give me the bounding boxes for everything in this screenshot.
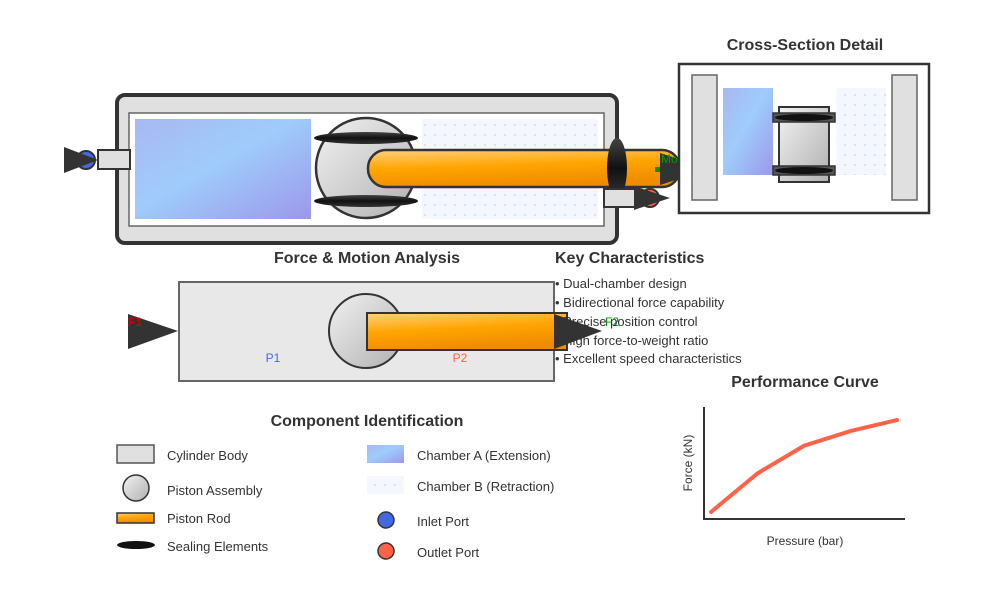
chart-y-label: Force (kN) (681, 435, 695, 492)
force-f1-arrow-icon (128, 314, 178, 349)
legend-label: Cylinder Body (167, 448, 248, 463)
key-characteristics-list: • Dual-chamber design • Bidirectional fo… (555, 276, 742, 366)
performance-chart: Pressure (bar) Force (kN) (681, 407, 905, 548)
chart-x-label: Pressure (bar) (767, 534, 844, 548)
legend-label: Inlet Port (417, 514, 469, 529)
inlet-flow-arrow-icon (64, 147, 98, 173)
legend-label: Chamber B (Retraction) (417, 479, 554, 494)
chart-title: Performance Curve (731, 374, 879, 391)
outlet-fitting (603, 188, 639, 208)
piston-rod-swatch (116, 512, 155, 524)
key-characteristics-title: Key Characteristics (555, 250, 705, 267)
inlet-port-swatch (377, 511, 395, 529)
cross-section-chamber-a (723, 88, 773, 175)
cross-section-chamber-b (836, 88, 886, 175)
chart-series-line (709, 418, 899, 514)
cross-section-wall-left (691, 74, 718, 201)
outlet-flow-arrow-icon (634, 186, 670, 210)
characteristic-item: • High force-to-weight ratio (555, 333, 708, 348)
force-rod (366, 312, 568, 351)
cross-section-wall-right (891, 74, 918, 201)
component-identification-title: Component Identification (271, 413, 464, 430)
legend-label: Chamber A (Extension) (417, 448, 551, 463)
cross-section-detail (677, 62, 931, 215)
pressure-p1-label: P1 (266, 351, 281, 365)
legend-label: Outlet Port (417, 545, 480, 560)
force-motion-analysis: F1 F2 P1 P2 (128, 281, 619, 382)
legend-label: Piston Assembly (167, 483, 263, 498)
outlet-port-swatch (377, 542, 395, 560)
piston-seal-bottom (314, 195, 418, 207)
legend: Cylinder Body Piston Assembly Piston Rod… (116, 444, 554, 560)
force-f2-arrow-icon (554, 314, 602, 349)
piston-swatch (122, 474, 150, 502)
main-cylinder: Motion (64, 93, 710, 245)
characteristic-item: • Dual-chamber design (555, 276, 687, 291)
inlet-fitting (97, 149, 131, 170)
legend-label: Sealing Elements (167, 539, 269, 554)
force-motion-title: Force & Motion Analysis (274, 250, 460, 267)
cylinder-body-swatch (116, 444, 155, 464)
characteristic-item: • Bidirectional force capability (555, 295, 725, 310)
pressure-p2-label: P2 (453, 351, 468, 365)
seal-swatch (117, 541, 155, 549)
cross-section-seal-top (775, 114, 833, 121)
cross-section-title: Cross-Section Detail (727, 37, 883, 54)
legend-label: Piston Rod (167, 511, 231, 526)
piston-seal-top (314, 132, 418, 144)
motion-marker (655, 167, 661, 172)
force-f2-label: F2 (605, 315, 619, 329)
chamber-a-swatch (367, 445, 404, 463)
chamber-a (135, 119, 311, 219)
piston-rod[interactable] (366, 148, 682, 189)
force-f1-label: F1 (128, 315, 142, 329)
chamber-b-swatch (367, 476, 404, 494)
rod-seal (607, 138, 627, 198)
characteristic-item: • Excellent speed characteristics (555, 351, 742, 366)
characteristic-item: • Precise position control (555, 314, 698, 329)
cross-section-seal-bottom (775, 167, 833, 174)
